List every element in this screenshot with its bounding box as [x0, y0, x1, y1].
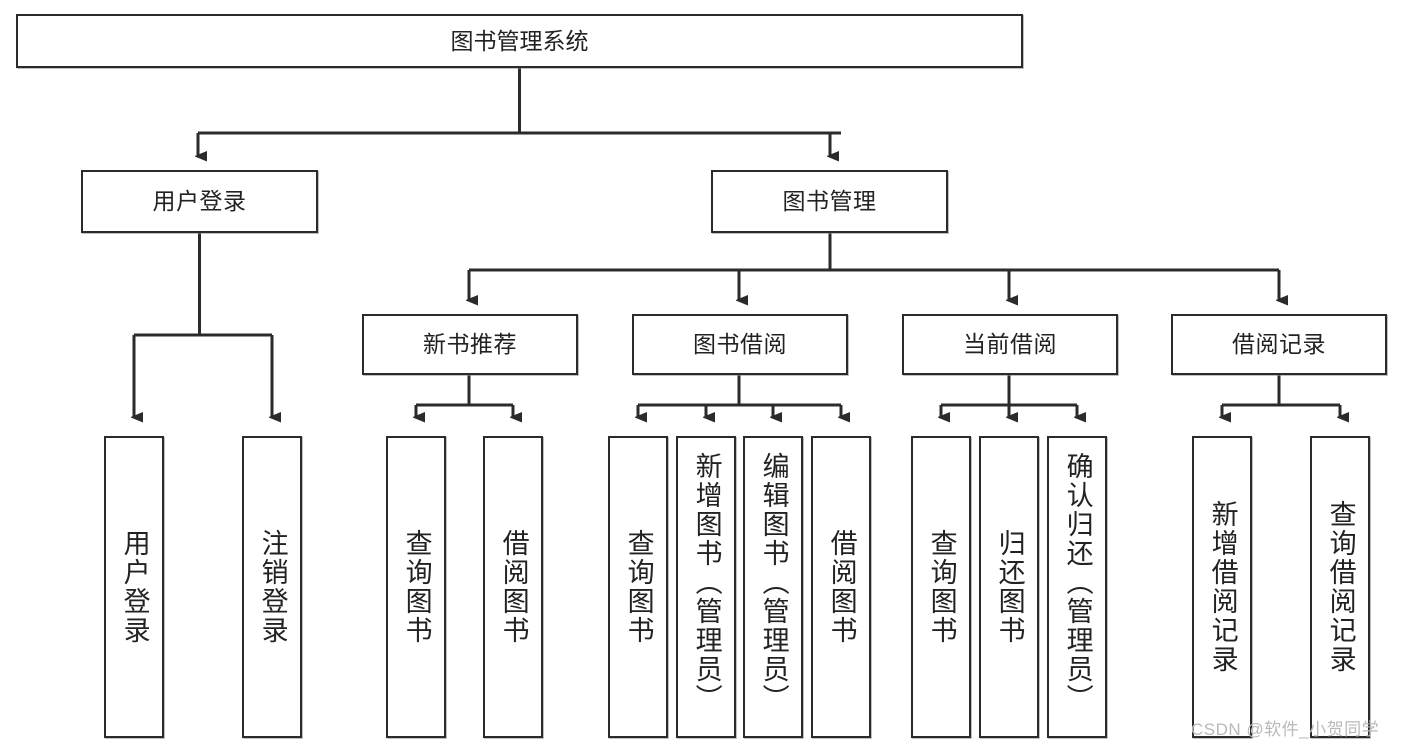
node-book-borrow[interactable]: 图书借阅 [632, 314, 848, 375]
node-new-book-rec-label: 新书推荐 [423, 331, 517, 357]
leaf-query-book-2-label: 查询图书 [623, 529, 654, 645]
leaf-borrow-book-2-label: 借阅图书 [826, 529, 857, 645]
leaf-confirm-return-label: 确认归还（管理员） [1062, 452, 1093, 713]
leaf-user-login[interactable]: 用户登录 [104, 436, 164, 738]
leaf-add-record-label: 新增借阅记录 [1207, 500, 1238, 674]
leaf-add-record[interactable]: 新增借阅记录 [1192, 436, 1252, 738]
leaf-user-login-label: 用户登录 [119, 529, 150, 645]
leaf-borrow-book-2[interactable]: 借阅图书 [811, 436, 871, 738]
node-user-login[interactable]: 用户登录 [81, 170, 318, 233]
leaf-edit-book[interactable]: 编辑图书（管理员） [743, 436, 803, 738]
node-root-label: 图书管理系统 [450, 27, 589, 54]
leaf-query-record-label: 查询借阅记录 [1325, 500, 1356, 674]
leaf-add-book[interactable]: 新增图书（管理员） [676, 436, 736, 738]
node-current-borrow-label: 当前借阅 [963, 331, 1057, 357]
leaf-return-book[interactable]: 归还图书 [979, 436, 1039, 738]
leaf-return-book-label: 归还图书 [994, 529, 1025, 645]
leaf-borrow-book-1[interactable]: 借阅图书 [483, 436, 543, 738]
leaf-query-book-1[interactable]: 查询图书 [386, 436, 446, 738]
leaf-query-record[interactable]: 查询借阅记录 [1310, 436, 1370, 738]
node-borrow-record-label: 借阅记录 [1232, 331, 1326, 357]
leaf-query-book-2[interactable]: 查询图书 [608, 436, 668, 738]
leaf-borrow-book-1-label: 借阅图书 [498, 529, 529, 645]
csdn-watermark: CSDN @软件_小贺同学 [1191, 720, 1380, 739]
leaf-logout-label: 注销登录 [257, 529, 288, 645]
node-new-book-rec[interactable]: 新书推荐 [362, 314, 578, 375]
node-book-manage[interactable]: 图书管理 [711, 170, 948, 233]
leaf-query-book-1-label: 查询图书 [401, 529, 432, 645]
node-current-borrow[interactable]: 当前借阅 [902, 314, 1118, 375]
leaf-query-book-3-label: 查询图书 [926, 529, 957, 645]
leaf-logout[interactable]: 注销登录 [242, 436, 302, 738]
node-book-borrow-label: 图书借阅 [693, 331, 787, 357]
node-root[interactable]: 图书管理系统 [16, 14, 1023, 68]
leaf-query-book-3[interactable]: 查询图书 [911, 436, 971, 738]
node-borrow-record[interactable]: 借阅记录 [1171, 314, 1387, 375]
leaf-confirm-return[interactable]: 确认归还（管理员） [1047, 436, 1107, 738]
leaf-add-book-label: 新增图书（管理员） [691, 452, 722, 713]
node-user-login-label: 用户登录 [152, 188, 247, 214]
node-book-manage-label: 图书管理 [782, 188, 877, 214]
leaf-edit-book-label: 编辑图书（管理员） [758, 452, 789, 713]
